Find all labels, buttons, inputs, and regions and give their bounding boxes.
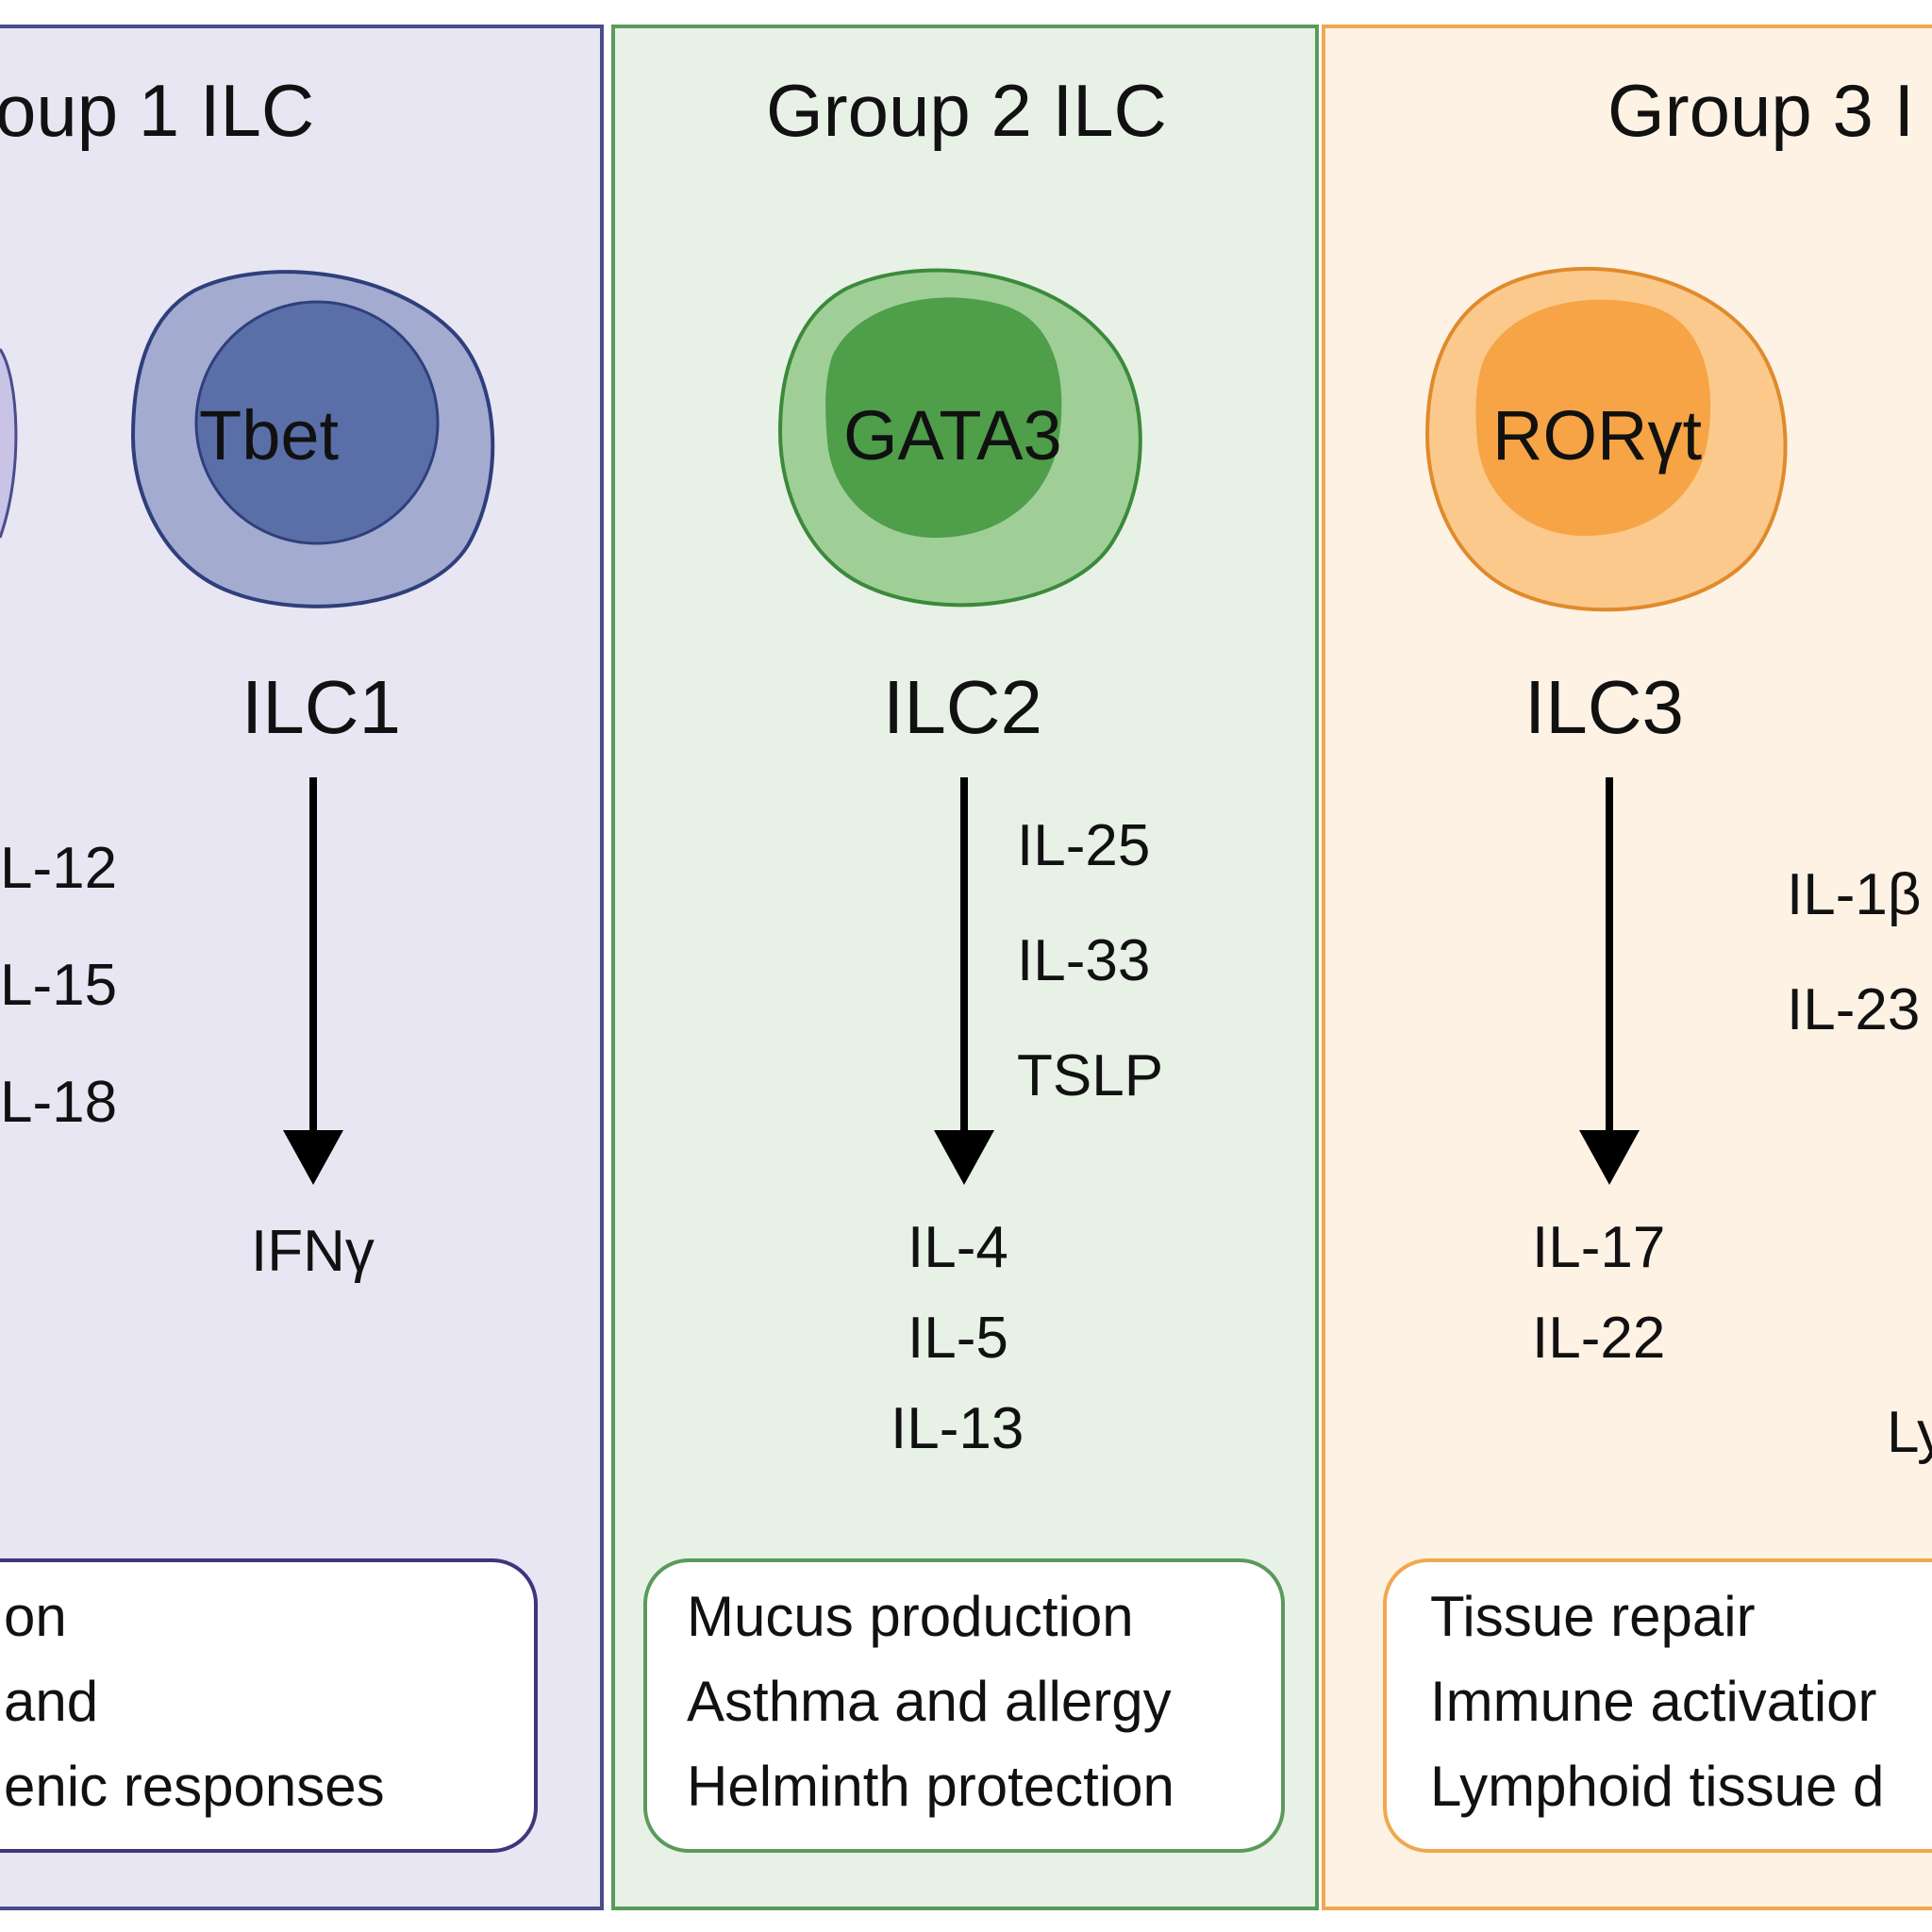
- ilc2-nucleus-label: GATA3: [843, 396, 1062, 475]
- group2-function-1: Mucus production: [687, 1585, 1134, 1648]
- group1-cytokine-3: L-18: [0, 1070, 118, 1135]
- group3-title: Group 3 I: [1607, 69, 1915, 152]
- group2-cytokine-3: TSLP: [1017, 1043, 1164, 1108]
- group2-function-3: Helminth protection: [687, 1755, 1174, 1818]
- group2-cytokine-1: IL-25: [1017, 813, 1151, 878]
- group3-function-1: Tissue repair: [1430, 1585, 1756, 1648]
- group1-function-box: on and enic responses: [0, 1558, 538, 1853]
- group3-cytokine-1: IL-1β: [1787, 862, 1922, 927]
- ilc1-cell: [130, 270, 495, 608]
- group1-function-1: on: [4, 1585, 67, 1648]
- ilc2-cell-label: ILC2: [883, 665, 1042, 749]
- group3-function-2: Immune activatior: [1430, 1670, 1877, 1733]
- group1-function-3: enic responses: [4, 1755, 385, 1818]
- group1-function-2: and: [4, 1670, 99, 1733]
- ilc3-nucleus-label: RORγt: [1492, 396, 1702, 475]
- group3-cytokine-2: IL-23: [1787, 977, 1921, 1042]
- group2-function-2: Asthma and allergy: [687, 1670, 1172, 1733]
- group1-cytokine-1: L-12: [0, 836, 118, 901]
- group1-partial-cell: [0, 348, 18, 539]
- ilc1-nucleus-label: Tbet: [199, 396, 340, 475]
- ilc2-cell: [777, 268, 1142, 608]
- ilc3-arrow: [1575, 777, 1643, 1185]
- ilc3-partial-output: Ly: [1887, 1400, 1932, 1465]
- group1-cytokine-2: L-15: [0, 953, 118, 1018]
- ilc1-cell-label: ILC1: [242, 665, 401, 749]
- ilc3-output-2: IL-22: [1532, 1306, 1666, 1371]
- group3-function-box: Tissue repair Immune activatior Lymphoid…: [1383, 1558, 1932, 1853]
- ilc3-cell-label: ILC3: [1524, 665, 1684, 749]
- group3-function-3: Lymphoid tissue d: [1430, 1755, 1885, 1818]
- group2-function-box: Mucus production Asthma and allergy Helm…: [643, 1558, 1285, 1853]
- ilc2-output-1: IL-4: [908, 1215, 1008, 1280]
- ilc2-output-3: IL-13: [891, 1396, 1024, 1461]
- ilc2-arrow: [930, 777, 998, 1185]
- group1-title: oup 1 ILC: [0, 69, 315, 152]
- group2-cytokine-2: IL-33: [1017, 928, 1151, 993]
- ilc3-cell: [1424, 266, 1788, 612]
- group2-title: Group 2 ILC: [766, 69, 1167, 152]
- ilc1-output: IFNγ: [251, 1219, 375, 1284]
- ilc2-output-2: IL-5: [908, 1306, 1008, 1371]
- ilc1-arrow: [279, 777, 347, 1185]
- ilc3-output-1: IL-17: [1532, 1215, 1666, 1280]
